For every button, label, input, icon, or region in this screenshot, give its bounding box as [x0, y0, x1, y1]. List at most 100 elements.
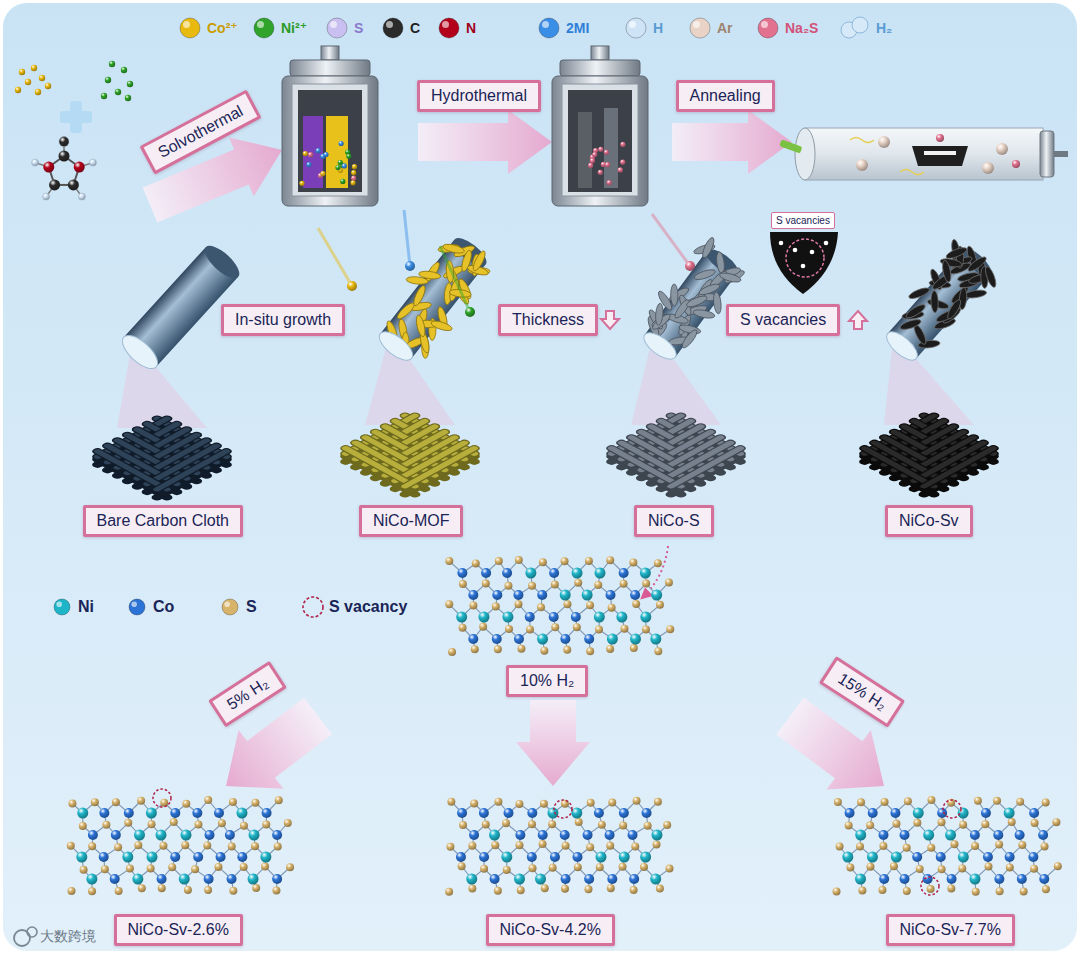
carbon-fibre-part — [471, 249, 487, 272]
autoclave-part — [591, 46, 609, 60]
legend-sphere — [54, 599, 70, 615]
autoclave-part — [299, 181, 304, 186]
crystal-structure-part — [585, 557, 593, 565]
crystal-structure-part — [528, 820, 536, 828]
crystal-structure-part — [225, 830, 235, 840]
carbon-cloth — [607, 421, 746, 497]
crystal-structure-part — [525, 568, 536, 579]
2mi-molecule-part — [49, 179, 60, 190]
precursor-ions-part — [127, 81, 133, 87]
carbon-cloth — [93, 424, 232, 500]
crystal-structure-part — [80, 866, 88, 874]
tube-furnace-part — [1012, 160, 1020, 168]
crystal-structure-part — [99, 808, 109, 818]
crystal-structure-part — [594, 612, 605, 623]
legend-swatch — [626, 18, 646, 38]
2mi-molecule-part — [43, 193, 50, 200]
sphere-highlight — [257, 21, 264, 28]
crystal-structure-part — [502, 819, 510, 827]
crystal-structure-part — [573, 852, 583, 862]
ion-rays-part — [405, 261, 415, 271]
legend-sphere — [222, 599, 238, 615]
2mi-molecule-part — [59, 151, 70, 162]
2mi-molecule-part — [89, 159, 96, 166]
crystal-structure-part — [134, 830, 145, 841]
crystal-structure-part — [218, 819, 226, 827]
ion-rays — [318, 210, 695, 317]
crystal-structure-part — [191, 865, 199, 873]
crystal-structure-part — [502, 612, 513, 623]
crystal-structure-part — [248, 874, 259, 885]
autoclave-part — [604, 108, 618, 188]
autoclave-part — [335, 165, 340, 170]
crystal-structure-part — [631, 843, 639, 851]
crystal-structure-part — [993, 797, 1001, 805]
precursor-ions-part — [39, 75, 45, 81]
legend-sphere — [129, 599, 145, 615]
carbon-cloth-part — [405, 448, 474, 486]
crystal-structure-part — [99, 852, 109, 862]
crystal-structure-part — [640, 852, 651, 863]
crystal-structure-part — [214, 808, 224, 818]
crystal-structure-part — [595, 626, 603, 634]
carbon-fibre-part — [945, 246, 968, 261]
ion-rays-part — [685, 261, 695, 271]
legend-sphere — [327, 18, 347, 38]
crystal-structure-part — [115, 887, 123, 895]
crystal-structure-part — [179, 874, 190, 885]
crystal-structure-part — [153, 789, 171, 807]
crystal-structure-part — [1005, 852, 1015, 862]
crystal-structure-part — [927, 796, 935, 804]
autoclave-part — [282, 76, 378, 206]
crystal-structure-part — [619, 821, 627, 829]
crystal-structure-part — [240, 863, 248, 871]
sample-label: NiCo-Sv — [885, 505, 973, 537]
crystal-structure-part — [586, 843, 594, 851]
crystal-structure-part — [88, 842, 96, 850]
tube-furnace-part — [795, 128, 815, 180]
crystal-structure-part — [114, 843, 122, 851]
crystal-structure-part — [157, 874, 167, 884]
crystal-structure-part — [88, 887, 96, 895]
legend-label: S vacancy — [329, 598, 407, 616]
node-text: S vacancies — [776, 214, 830, 227]
legend-swatch — [180, 18, 200, 38]
crystal-structure-part — [1016, 798, 1024, 806]
autoclave-part — [618, 167, 623, 172]
carbon-cloth-part — [98, 451, 167, 489]
node-text: Thickness — [512, 310, 584, 330]
crystal-structure-part — [890, 808, 900, 818]
crystal-structure-part — [537, 634, 548, 645]
crystal-structure-part — [937, 808, 947, 818]
crystal-structure-part — [457, 568, 467, 578]
crystal-structure-part — [923, 874, 933, 884]
crystal-structure-part — [181, 841, 189, 849]
crystal-structure-part — [468, 842, 476, 850]
autoclave-part — [321, 46, 339, 60]
crystal-structure-part — [903, 887, 911, 895]
sphere-highlight — [131, 601, 137, 607]
crystal-structure-part — [126, 865, 134, 873]
precursor-ions-part — [35, 89, 41, 95]
crystal-structure-part — [833, 887, 841, 895]
legend-label: Ar — [717, 19, 733, 37]
autoclave-part — [303, 151, 308, 156]
crystal-structure-part — [834, 798, 842, 806]
autoclave-part — [298, 90, 362, 192]
crystal-structure-part — [913, 819, 921, 827]
crystal-structure-part — [76, 852, 87, 863]
carbon-fibre-part — [406, 276, 429, 285]
carbon-fibre-part — [983, 265, 998, 288]
2mi-molecule-part — [59, 137, 69, 147]
crystal-structure-part — [456, 852, 466, 862]
crystal-structure-part — [916, 865, 924, 873]
carbon-fibre-part — [640, 328, 681, 364]
crystal-structure-part — [970, 830, 980, 840]
crystal-structure-part — [548, 820, 556, 828]
crystal-structure-part — [878, 886, 886, 894]
crystal-structure-part — [938, 865, 946, 873]
legend-swatch — [439, 18, 459, 38]
crystal-structure-part — [572, 568, 583, 579]
step-label: In-situ growth — [221, 304, 345, 336]
